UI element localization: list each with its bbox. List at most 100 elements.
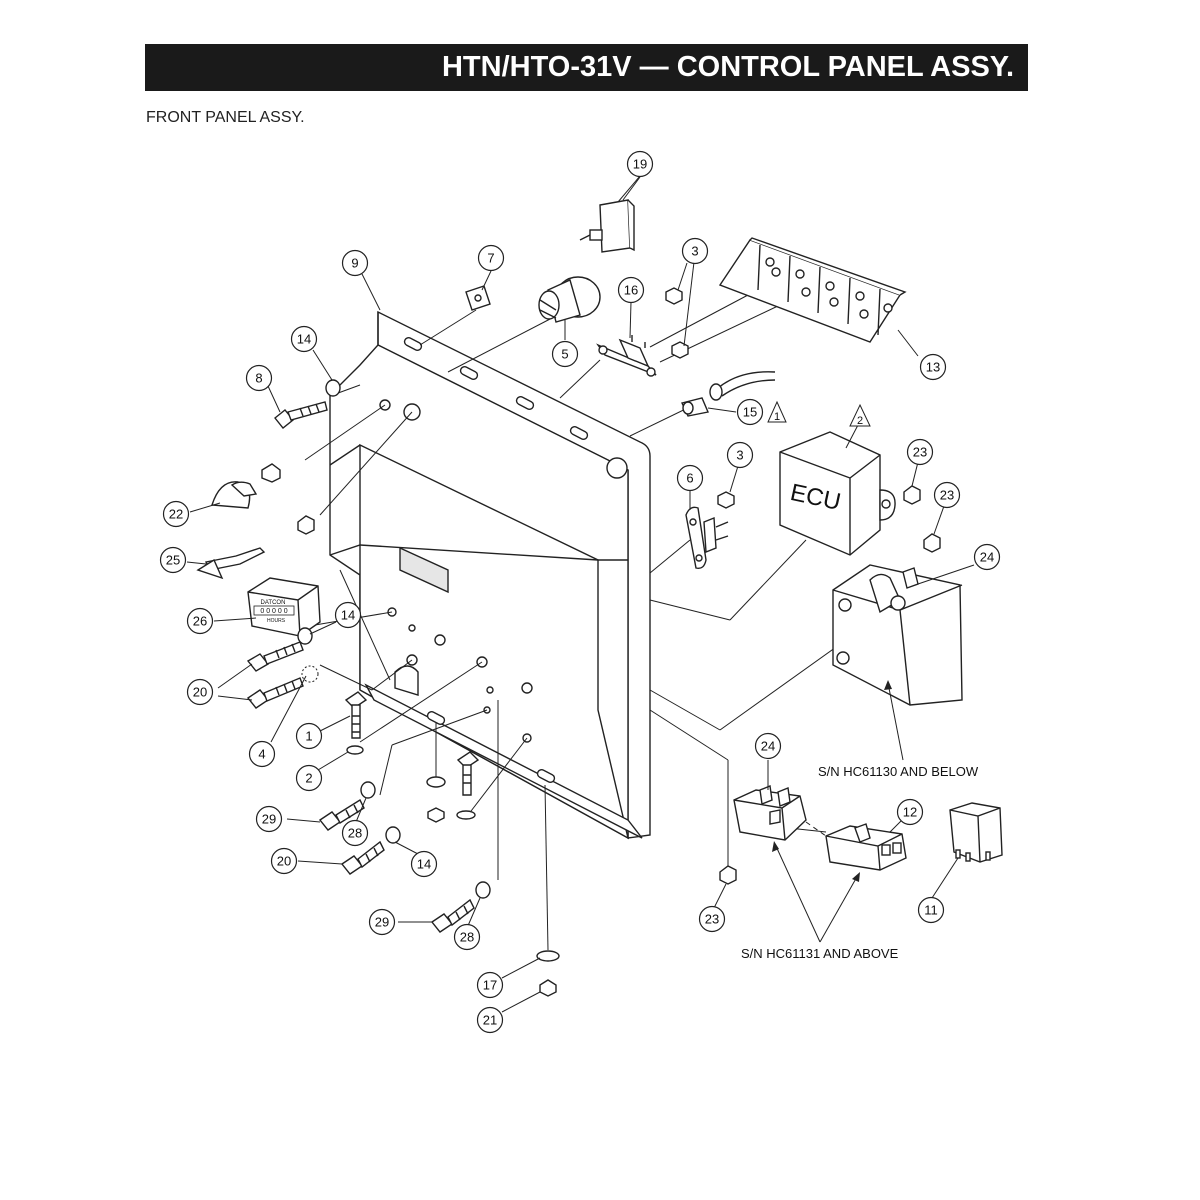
section-subtitle: FRONT PANEL ASSY. <box>146 109 305 126</box>
svg-text:8: 8 <box>255 371 262 386</box>
svg-text:16: 16 <box>624 283 638 298</box>
bolt-29-lower <box>430 881 491 933</box>
svg-text:28: 28 <box>460 930 474 945</box>
svg-text:9: 9 <box>351 256 358 271</box>
svg-text:12: 12 <box>903 805 917 820</box>
svg-text:2: 2 <box>857 415 863 427</box>
bolt-29-upper <box>318 781 376 831</box>
callout-25: 25 <box>159 546 187 574</box>
svg-text:23: 23 <box>940 488 954 503</box>
callout-3b: 3 <box>726 441 754 469</box>
callout-24a: 24 <box>973 543 1001 571</box>
svg-text:15: 15 <box>743 405 757 420</box>
key-25 <box>196 515 315 580</box>
svg-text:11: 11 <box>924 903 938 918</box>
ecu-module-2: ECU <box>779 431 896 556</box>
bracket-7 <box>465 285 491 311</box>
bolt-20-upper <box>246 627 313 672</box>
toggle-switch-19 <box>579 199 635 253</box>
bolt-8 <box>274 379 341 429</box>
svg-text:13: 13 <box>926 360 940 375</box>
svg-text:29: 29 <box>375 915 389 930</box>
connector-12 <box>825 823 907 871</box>
revision-mark-1: 1 <box>767 400 787 423</box>
svg-text:1: 1 <box>305 729 312 744</box>
assembly-lines <box>304 175 931 951</box>
svg-text:6: 6 <box>686 471 693 486</box>
callout-16: 16 <box>617 276 645 304</box>
hourmeter-digits: 0 0 0 0 0 <box>260 608 287 615</box>
callout-14b: 14 <box>334 601 362 629</box>
hourmeter-units: HOURS <box>267 618 286 624</box>
callout-21: 21 <box>476 1006 504 1034</box>
callout-13: 13 <box>919 353 947 381</box>
callout-9: 9 <box>341 249 369 277</box>
svg-text:3: 3 <box>736 448 743 463</box>
svg-text:23: 23 <box>705 912 719 927</box>
svg-text:14: 14 <box>341 608 355 623</box>
svg-text:24: 24 <box>980 550 994 565</box>
svg-text:22: 22 <box>169 507 183 522</box>
svg-text:5: 5 <box>561 347 568 362</box>
bracket-6 <box>685 506 729 570</box>
callout-20a: 20 <box>186 678 214 706</box>
nut-3-mid <box>717 491 735 509</box>
bolt-lower-center <box>426 751 480 823</box>
callout-29a: 29 <box>255 805 283 833</box>
svg-text:19: 19 <box>633 157 647 172</box>
callout-19: 19 <box>626 150 654 178</box>
callout-8: 8 <box>245 364 273 392</box>
callout-22: 22 <box>162 500 190 528</box>
svg-text:4: 4 <box>258 747 265 762</box>
svg-text:20: 20 <box>277 854 291 869</box>
callout-4: 4 <box>248 740 276 768</box>
nut-3-top <box>665 287 689 359</box>
sn-pointers <box>772 680 904 943</box>
bolt-20-bottom <box>340 826 401 875</box>
bolt-20-lower <box>246 665 319 709</box>
cable-15 <box>681 371 776 417</box>
callout-23a: 23 <box>906 438 934 466</box>
svg-text:21: 21 <box>483 1013 497 1028</box>
callout-28a: 28 <box>341 819 369 847</box>
sn-note-below: S/N HC61130 AND BELOW <box>818 764 979 779</box>
callout-14c: 14 <box>410 850 438 878</box>
relay-11 <box>949 802 1003 863</box>
terminal-block-13 <box>718 237 907 343</box>
svg-text:7: 7 <box>487 251 494 266</box>
relay-24-old <box>832 564 963 706</box>
callout-6: 6 <box>676 464 704 492</box>
svg-text:24: 24 <box>761 739 775 754</box>
svg-text:2: 2 <box>305 771 312 786</box>
title-bar: HTN/HTO-31V — CONTROL PANEL ASSY. <box>145 44 1028 91</box>
svg-text:25: 25 <box>166 553 180 568</box>
callout-5: 5 <box>551 340 579 368</box>
callout-17: 17 <box>476 971 504 999</box>
relay-24-new <box>733 785 807 841</box>
washer-nut-bottom <box>536 950 560 997</box>
callout-23c: 23 <box>698 905 726 933</box>
ignition-switch-5 <box>538 276 601 323</box>
svg-text:3: 3 <box>691 244 698 259</box>
svg-text:14: 14 <box>417 857 431 872</box>
callout-20b: 20 <box>270 847 298 875</box>
callout-1: 1 <box>295 722 323 750</box>
callout-2b: 2 <box>295 764 323 792</box>
svg-text:1: 1 <box>774 411 780 423</box>
fuse-holder-16 <box>596 335 657 377</box>
callout-24b: 24 <box>754 732 782 760</box>
callout-26: 26 <box>186 607 214 635</box>
svg-text:29: 29 <box>262 812 276 827</box>
callout-23b: 23 <box>933 481 961 509</box>
sn-note-above: S/N HC61131 AND ABOVE <box>741 946 899 961</box>
callout-3a: 3 <box>681 237 709 265</box>
svg-text:28: 28 <box>348 826 362 841</box>
callout-leaders <box>186 176 975 1013</box>
page-title: HTN/HTO-31V — CONTROL PANEL ASSY. <box>441 51 1014 83</box>
svg-text:23: 23 <box>913 445 927 460</box>
svg-text:17: 17 <box>483 978 497 993</box>
nut-23 <box>719 485 941 885</box>
hourmeter-brand: DATCON <box>261 600 286 606</box>
callout-7: 7 <box>477 244 505 272</box>
callout-15: 15 <box>736 398 764 426</box>
